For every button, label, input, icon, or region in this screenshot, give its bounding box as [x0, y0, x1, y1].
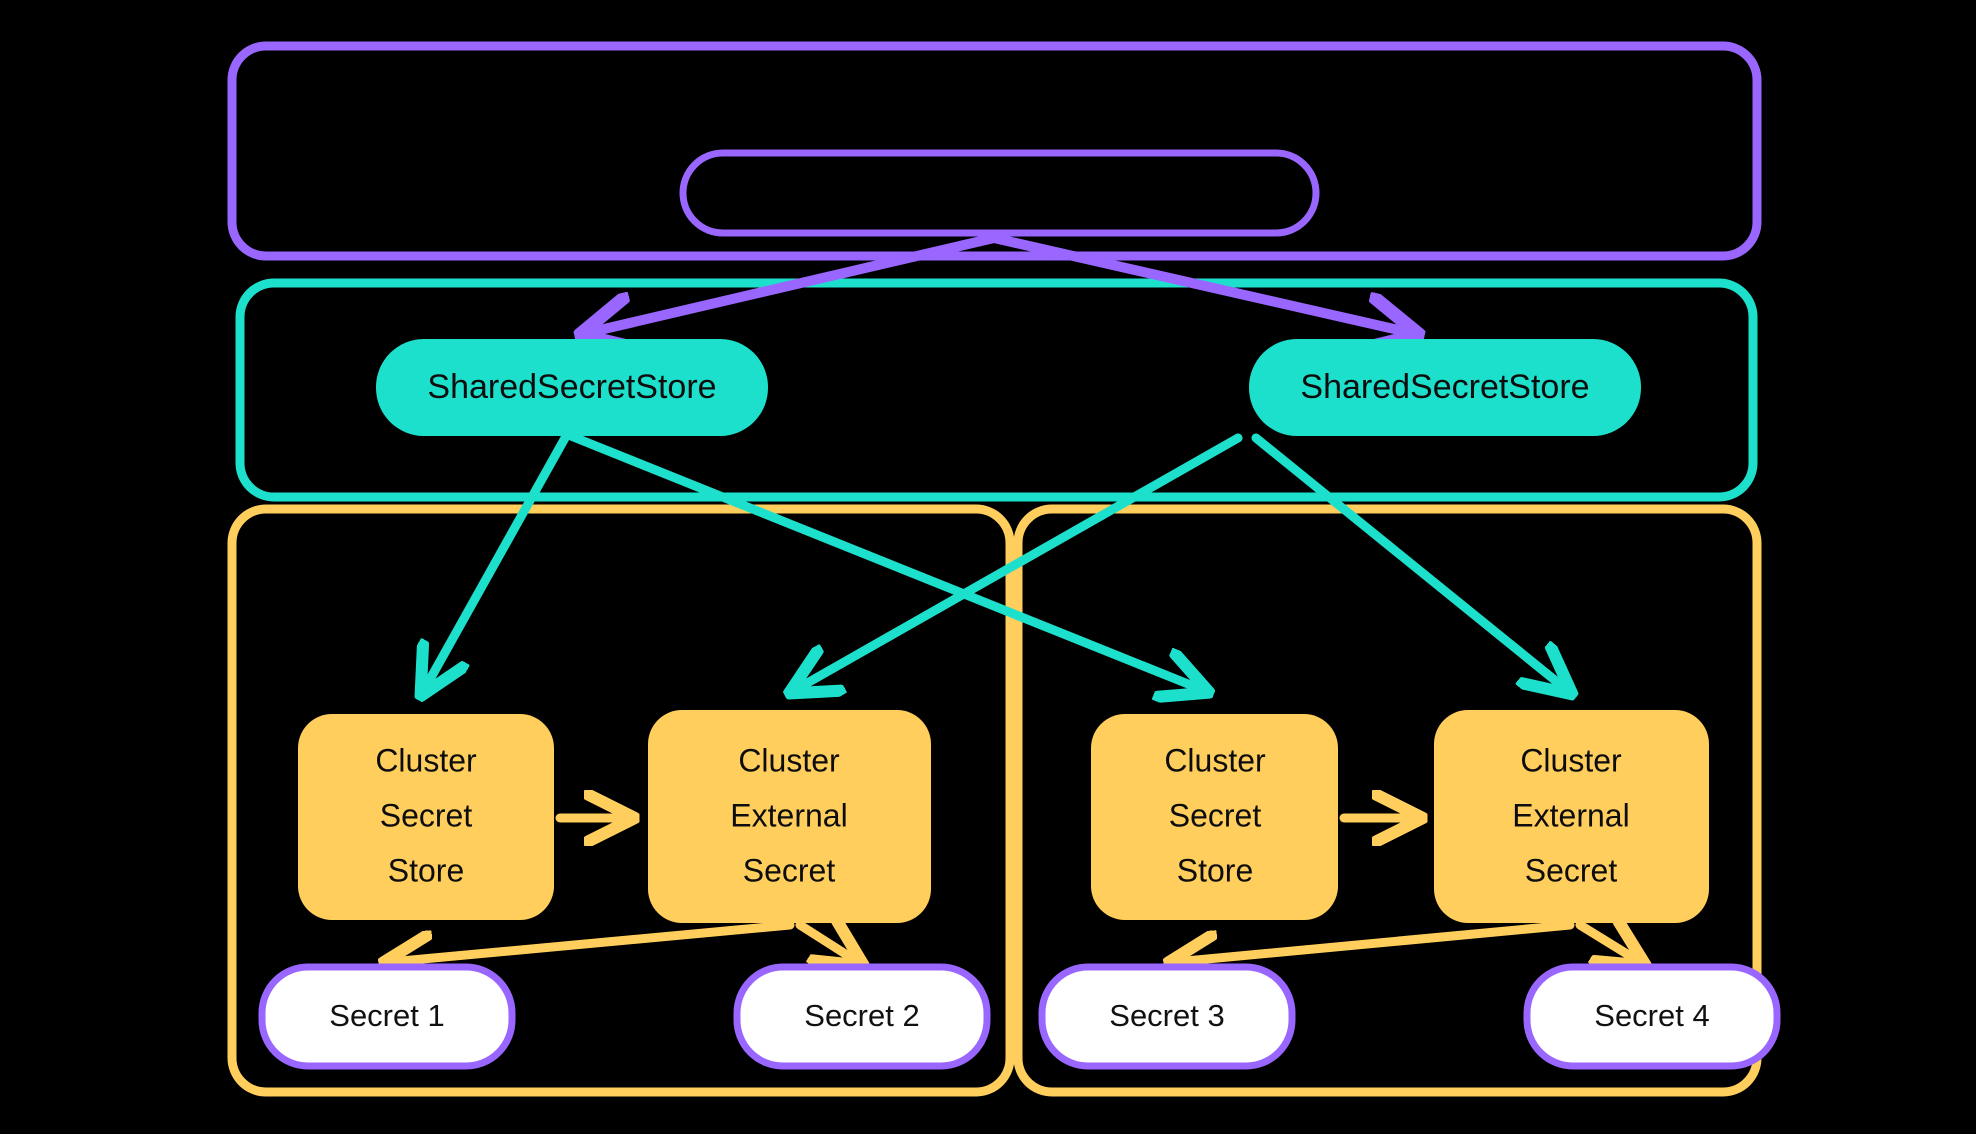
edge-inner-to-shared-right	[989, 233, 1412, 333]
secret-2-shape[interactable]	[733, 963, 991, 1070]
edge-cluster-external-secret-right-to-secret-4	[1575, 925, 1640, 962]
edge-cluster-external-secret-left-to-secret-2	[795, 925, 858, 962]
secret-1[interactable]: Secret 1	[258, 963, 516, 1070]
inner-purple-pill-shape[interactable]	[679, 149, 1320, 237]
shared-secret-store-left-shape[interactable]	[376, 339, 768, 436]
edge-cluster-external-secret-right-to-secret-3	[1175, 920, 1575, 962]
cluster-external-secret-left[interactable]: Cluster External Secret	[648, 710, 931, 923]
cluster-secret-store-right-shape[interactable]	[1091, 714, 1338, 920]
edge-shared-left-to-cluster-secret-store-left	[424, 433, 570, 690]
secret-4-shape[interactable]	[1523, 963, 1781, 1070]
secret-3[interactable]: Secret 3	[1038, 963, 1296, 1070]
cluster-external-secret-left-shape[interactable]	[648, 710, 931, 923]
cluster-external-secret-right[interactable]: Cluster External Secret	[1434, 710, 1709, 923]
teal-container	[235, 278, 1758, 502]
shared-secret-store-right-shape[interactable]	[1249, 339, 1641, 436]
edge-shared-left-to-cluster-secret-store-right	[566, 431, 1203, 690]
cluster-secret-store-left[interactable]: Cluster Secret Store	[298, 714, 554, 920]
secret-1-shape[interactable]	[258, 963, 516, 1070]
yellow-edge-group	[390, 818, 1640, 962]
edge-inner-to-shared-left	[587, 233, 999, 333]
cluster-secret-store-left-shape[interactable]	[298, 714, 554, 920]
secret-2[interactable]: Secret 2	[733, 963, 991, 1070]
shared-secret-store-left[interactable]: SharedSecretStore	[376, 339, 768, 436]
yellow-container-right	[1013, 504, 1762, 1097]
edge-shared-right-to-cluster-external-secret-left	[795, 433, 1243, 690]
secret-3-shape[interactable]	[1038, 963, 1296, 1070]
container-group	[227, 41, 1762, 1097]
cluster-secret-store-right[interactable]: Cluster Secret Store	[1091, 714, 1338, 920]
edge-shared-right-to-cluster-external-secret-right	[1251, 433, 1567, 690]
purple-outer-container	[227, 41, 1762, 261]
cluster-external-secret-right-shape[interactable]	[1434, 710, 1709, 923]
edge-cluster-external-secret-left-to-secret-1	[390, 920, 795, 962]
secret-4[interactable]: Secret 4	[1523, 963, 1781, 1070]
inner-purple-pill[interactable]	[679, 149, 1320, 237]
edge-group	[424, 233, 1567, 690]
yellow-container-left	[227, 504, 1015, 1097]
shared-secret-store-right[interactable]: SharedSecretStore	[1249, 339, 1641, 436]
